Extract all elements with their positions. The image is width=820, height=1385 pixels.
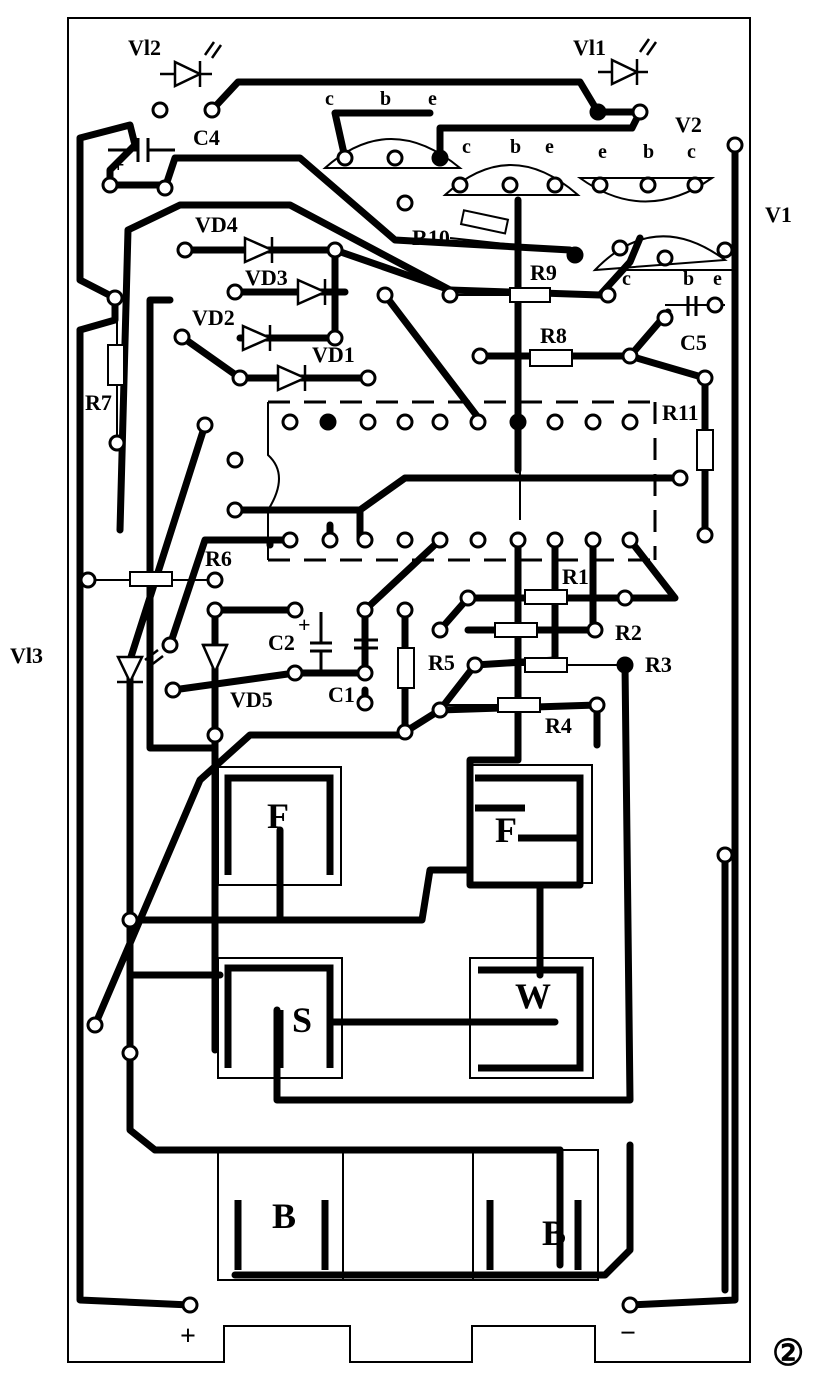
pad-f-right	[469, 764, 593, 884]
label-c4: C4	[193, 125, 220, 150]
label-vd1: VD1	[312, 342, 355, 367]
board-outline	[67, 17, 751, 1363]
label-vd5: VD5	[230, 687, 273, 712]
contact-pads	[217, 764, 599, 1281]
label-pin-c-2: c	[462, 136, 471, 158]
label-pin-c-4: c	[622, 268, 631, 290]
label-vl1: Vl1	[573, 35, 606, 60]
led-vl2	[160, 41, 223, 88]
ic-notch	[267, 402, 280, 560]
resistor-r9	[509, 287, 551, 303]
resistor-r4	[497, 697, 541, 713]
led-vl1	[598, 38, 658, 86]
label-pad-b-right: B	[542, 1213, 566, 1253]
led-vl3	[116, 649, 164, 685]
resistor-r3	[524, 657, 568, 673]
solder-pads	[79, 101, 744, 1314]
label-r5: R5	[428, 650, 455, 675]
pad-w	[469, 957, 594, 1079]
label-r3: R3	[645, 652, 672, 677]
label-r1: R1	[562, 564, 589, 589]
label-pad-f-right: F	[495, 810, 517, 850]
label-pin-b-1: b	[380, 88, 391, 110]
label-pin-e-4: e	[713, 268, 722, 290]
label-r7: R7	[85, 390, 112, 415]
label-pad-b-left: B	[272, 1196, 296, 1236]
label-c5: C5	[680, 330, 707, 355]
label-figure-number: ②	[772, 1333, 804, 1373]
label-r6: R6	[205, 546, 232, 571]
resistor-r5-vertical	[397, 647, 415, 689]
label-plus-c2: +	[298, 612, 311, 637]
label-pin-c-1: c	[325, 88, 334, 110]
label-r9: R9	[530, 260, 557, 285]
label-vl2: Vl2	[128, 35, 161, 60]
label-pin-e-2: e	[545, 136, 554, 158]
transistor-4-outline	[592, 235, 728, 272]
label-c1: C1	[328, 682, 355, 707]
label-terminal-minus: −	[620, 1318, 636, 1349]
label-pin-c-3: c	[687, 141, 696, 163]
capacitor-c2	[310, 612, 332, 673]
resistor-r8	[529, 349, 573, 367]
capacitor-c5	[686, 296, 698, 316]
resistors	[107, 209, 714, 713]
labels: Vl2 Vl1 Vl3 V2 V1 C4 C5 C2 C1 R10 R9 R8 …	[10, 35, 804, 1373]
label-terminal-plus: +	[180, 1321, 196, 1352]
label-r8: R8	[540, 323, 567, 348]
pad-b-center	[342, 1149, 474, 1281]
resistor-r10	[459, 209, 510, 235]
resistor-r6	[129, 571, 173, 587]
diode-vd4	[185, 236, 276, 264]
label-pad-s: S	[292, 1000, 312, 1040]
resistor-r1	[524, 589, 568, 605]
label-pin-b-2: b	[510, 136, 521, 158]
label-pin-e-1: e	[428, 88, 437, 110]
label-r4: R4	[545, 713, 572, 738]
ic-outline	[268, 400, 657, 562]
label-pad-w: W	[515, 976, 551, 1016]
label-vd2: VD2	[192, 305, 235, 330]
resistor-r11	[696, 429, 714, 471]
label-vd4: VD4	[195, 212, 238, 237]
diode-vd5	[201, 643, 229, 676]
capacitor-c4	[108, 138, 175, 162]
label-c2: C2	[268, 630, 295, 655]
capacitor-c1	[354, 638, 378, 650]
label-plus-c4: +	[112, 152, 125, 177]
label-pin-e-3: e	[598, 141, 607, 163]
label-vd3: VD3	[245, 265, 288, 290]
label-pin-b-4: b	[683, 268, 694, 290]
diode-vd1	[276, 364, 309, 392]
label-v2: V2	[675, 112, 702, 137]
label-pin-b-3: b	[643, 141, 654, 163]
label-vl3: Vl3	[10, 643, 43, 668]
diodes	[116, 38, 658, 685]
label-r2: R2	[615, 620, 642, 645]
pad-f-left	[217, 766, 342, 886]
pad-s	[217, 957, 343, 1079]
label-r11: R11	[662, 400, 699, 425]
capacitors	[108, 138, 698, 673]
pad-b-right	[472, 1149, 599, 1281]
resistor-r7	[107, 344, 125, 386]
resistor-r2	[494, 622, 538, 638]
diode-vd2	[241, 324, 274, 352]
diode-vd3	[296, 278, 329, 306]
label-r10: R10	[412, 225, 450, 250]
label-v1: V1	[765, 202, 792, 227]
label-pad-f-left: F	[267, 796, 289, 836]
